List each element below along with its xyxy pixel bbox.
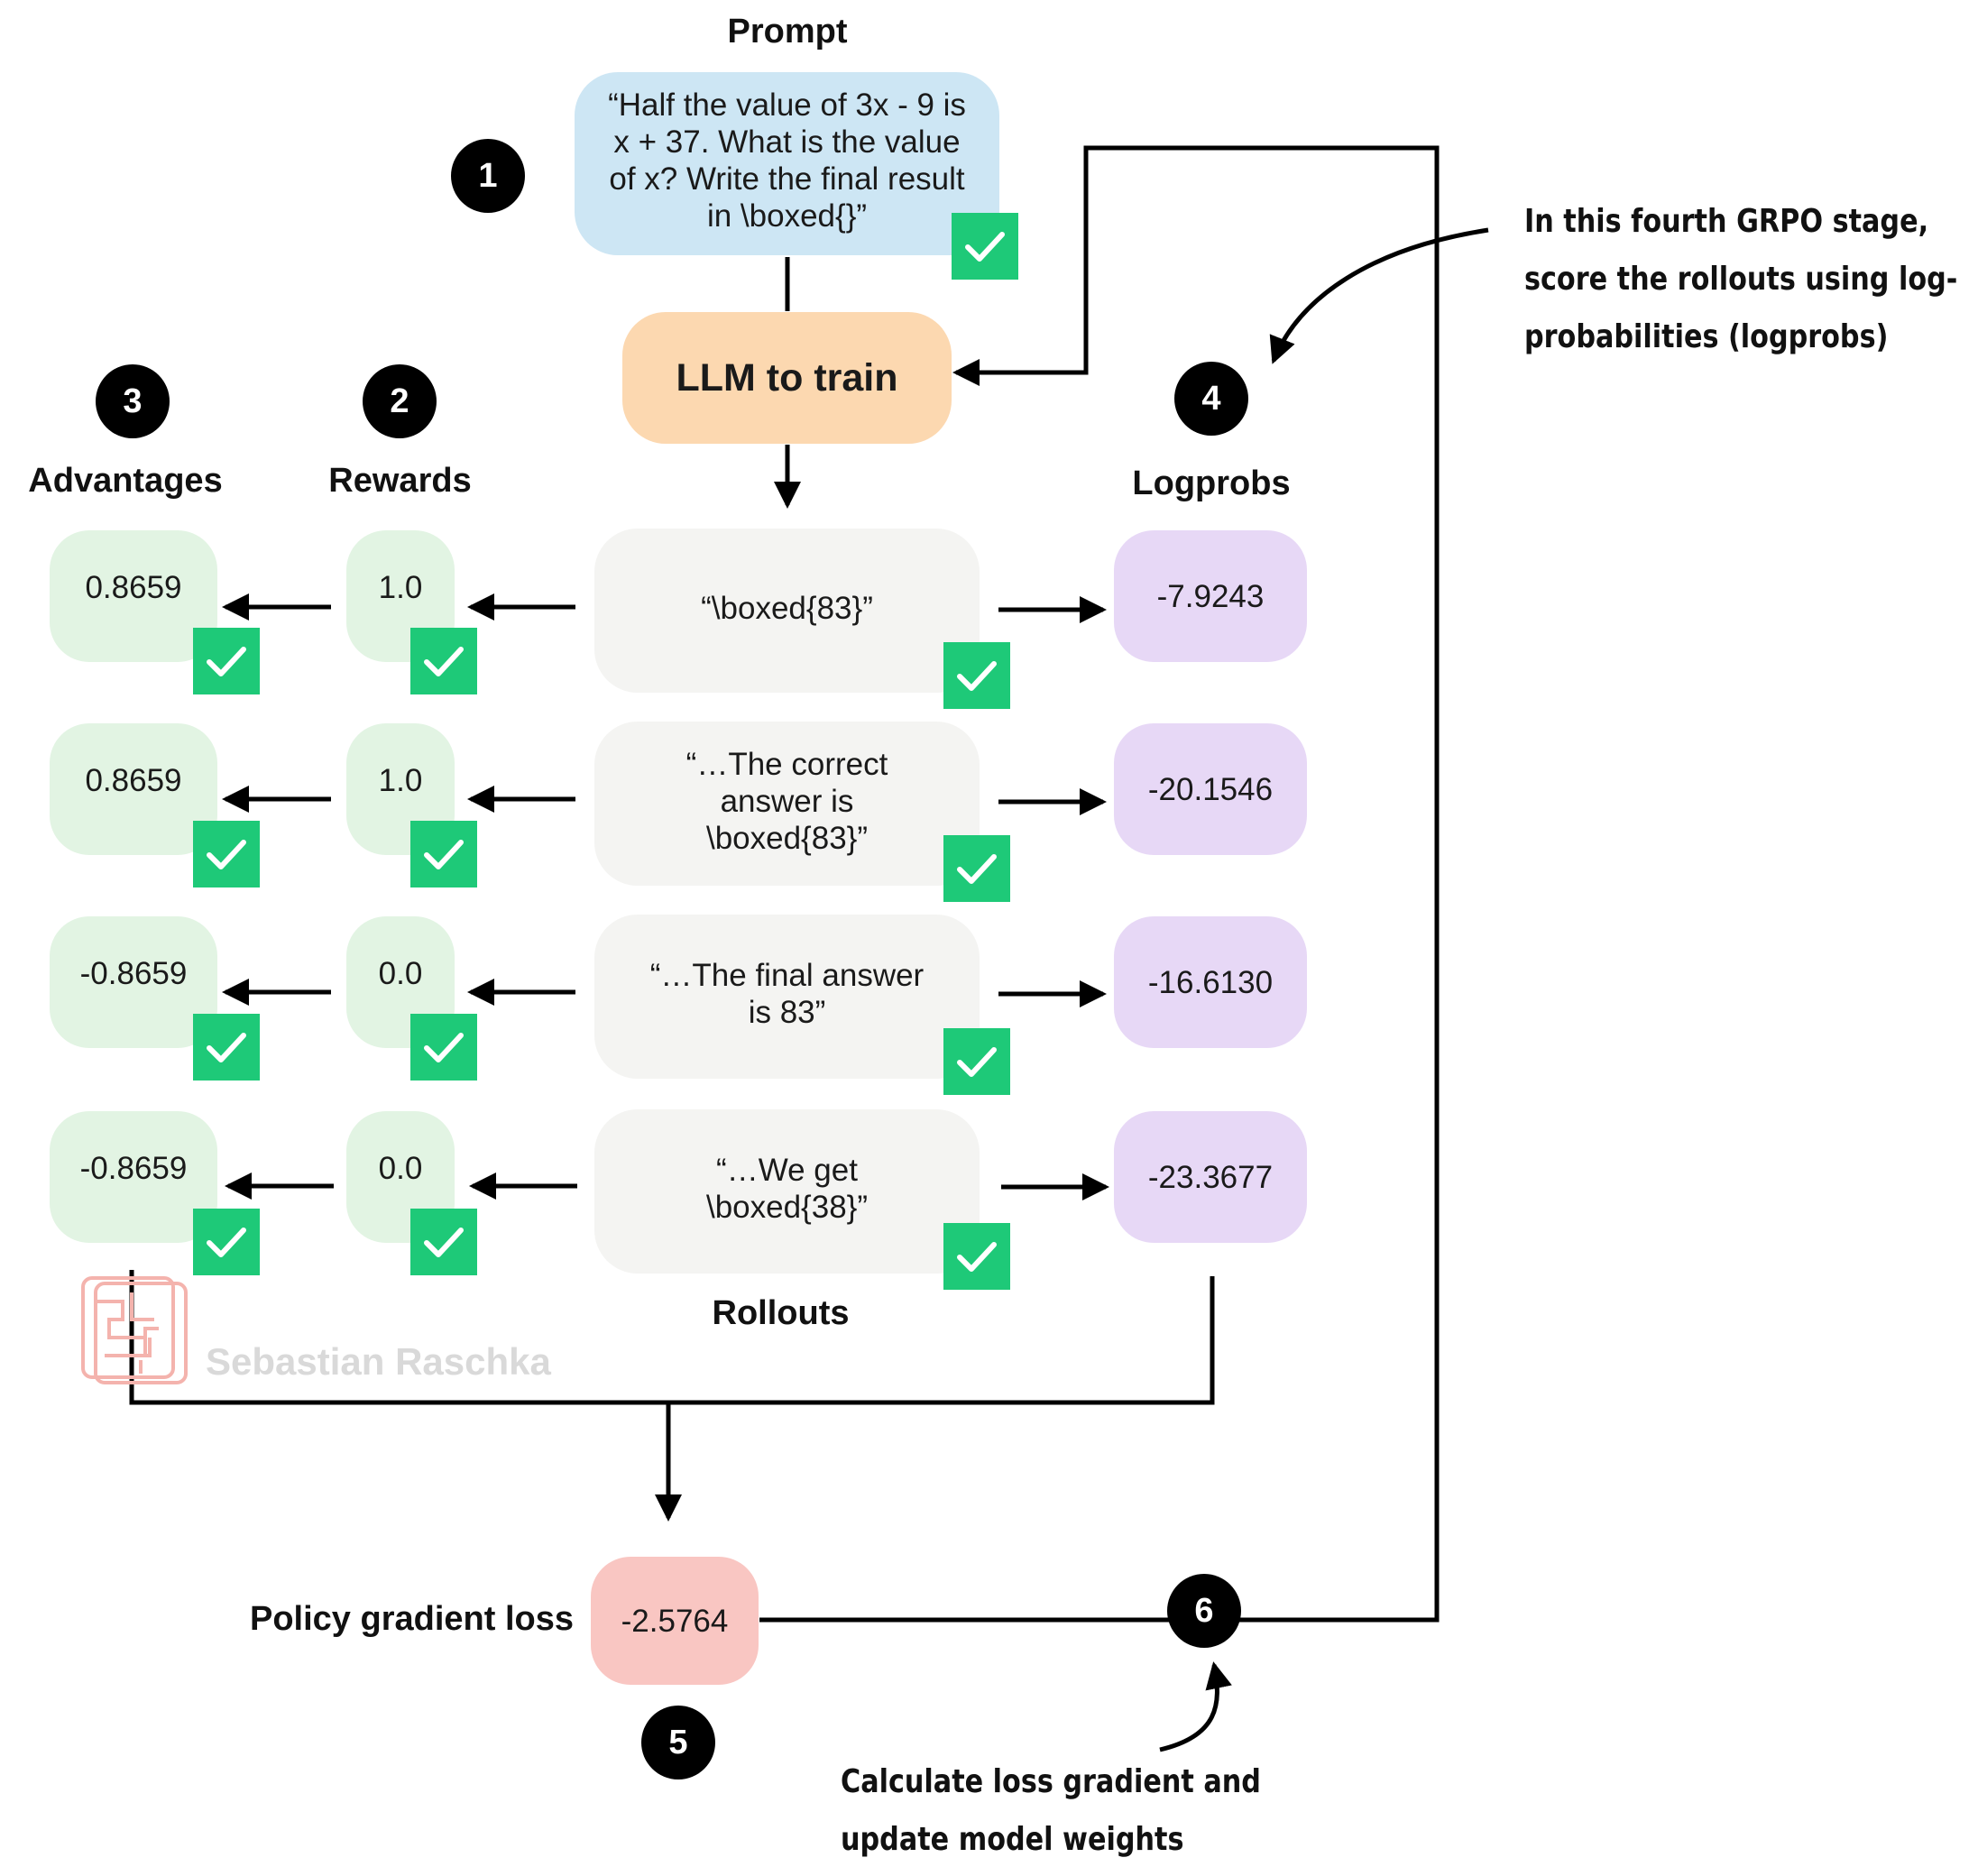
row2-logprob-box: -20.1546	[1114, 723, 1307, 855]
advantages-header: Advantages	[28, 462, 223, 500]
row1-reward-value: 1.0	[378, 569, 423, 605]
row3-reward-checkmark-icon	[410, 1014, 477, 1081]
row1-rollout-box: “\boxed{83}”	[594, 529, 980, 693]
stage4-annotation-line-1: In this fourth GRPO stage,	[1524, 203, 1929, 240]
rewards-header: Rewards	[328, 462, 472, 500]
row1-reward-checkmark-icon	[410, 628, 477, 694]
row2-rollout-checkmark-icon	[943, 835, 1010, 902]
seal-logo-icon	[81, 1276, 188, 1384]
row3-advantage-checkmark-icon	[193, 1014, 260, 1081]
row3-logprob-value: -16.6130	[1147, 964, 1274, 1000]
llm-label: LLM to train	[676, 355, 898, 400]
step-3-badge: 3	[96, 364, 170, 438]
row1-rollout-value: “\boxed{83}”	[701, 590, 873, 626]
prompt-text: “Half the value of 3x - 9 is x + 37. Wha…	[608, 87, 966, 234]
watermark-text: Sebastian Raschka	[206, 1340, 551, 1383]
llm-box: LLM to train	[622, 312, 952, 444]
row1-logprob-box: -7.9243	[1114, 530, 1307, 662]
update-annotation-line-2: update model weights	[841, 1821, 1184, 1858]
update-annotation-arrow	[1159, 1661, 1232, 1752]
row1-advantage-value: 0.8659	[85, 569, 182, 605]
row1-advantage-checkmark-icon	[193, 628, 260, 694]
row4-reward-checkmark-icon	[410, 1209, 477, 1275]
row1-logprob-value: -7.9243	[1156, 578, 1265, 614]
row2-advantage-checkmark-icon	[193, 821, 260, 887]
update-feedback-line	[952, 145, 1440, 1623]
row3-logprob-box: -16.6130	[1114, 916, 1307, 1048]
row4-logprob-box: -23.3677	[1114, 1111, 1307, 1243]
row2-advantage-box: 0.8659	[50, 723, 217, 855]
row4-advantage-checkmark-icon	[193, 1209, 260, 1275]
stage4-annotation-line-2: score the rollouts using log-	[1524, 261, 1958, 298]
row4-rollout-value: “…We get \boxed{38}”	[705, 1153, 869, 1225]
row4-advantage-box: -0.8659	[50, 1111, 217, 1243]
row4-logprob-value: -23.3677	[1147, 1159, 1274, 1195]
policy-gradient-loss-label: Policy gradient loss	[250, 1600, 574, 1638]
row4-advantage-value: -0.8659	[79, 1150, 188, 1186]
row3-rollout-box: “…The final answer is 83”	[594, 915, 980, 1079]
loss-box: -2.5764	[591, 1557, 759, 1685]
stage4-annotation-arrow	[1269, 227, 1489, 364]
row1-rollout-checkmark-icon	[943, 642, 1010, 709]
prompt-box: “Half the value of 3x - 9 is x + 37. Wha…	[575, 72, 999, 255]
rollouts-header: Rollouts	[712, 1294, 850, 1332]
stage4-annotation: In this fourth GRPO stage, score the rol…	[1524, 193, 1957, 366]
step-4-badge: 4	[1174, 362, 1248, 436]
row1-advantage-box: 0.8659	[50, 530, 217, 662]
step-2-badge: 2	[363, 364, 437, 438]
step-6-badge: 6	[1167, 1574, 1241, 1648]
update-annotation-line-1: Calculate loss gradient and	[841, 1763, 1261, 1800]
row3-rollout-value: “…The final answer is 83”	[649, 958, 925, 1030]
loss-value: -2.5764	[621, 1603, 729, 1639]
logprobs-header: Logprobs	[1132, 464, 1291, 502]
row2-reward-value: 1.0	[378, 762, 423, 798]
stage4-annotation-line-3: probabilities (logprobs)	[1524, 318, 1889, 355]
step-5-badge: 5	[641, 1706, 715, 1779]
row2-reward-checkmark-icon	[410, 821, 477, 887]
prompt-header: Prompt	[727, 13, 848, 51]
row3-reward-value: 0.0	[378, 955, 423, 991]
row3-rollout-checkmark-icon	[943, 1028, 1010, 1095]
row2-logprob-value: -20.1546	[1147, 771, 1274, 807]
row4-rollout-checkmark-icon	[943, 1223, 1010, 1290]
row3-advantage-value: -0.8659	[79, 955, 188, 991]
row4-rollout-box: “…We get \boxed{38}”	[594, 1109, 980, 1274]
prompt-checkmark-icon	[952, 213, 1018, 280]
row2-rollout-box: “…The correct answer is \boxed{83}”	[594, 722, 980, 886]
row3-advantage-box: -0.8659	[50, 916, 217, 1048]
update-annotation: Calculate loss gradient and update model…	[841, 1753, 1261, 1869]
step-1-badge: 1	[451, 139, 525, 213]
row4-reward-value: 0.0	[378, 1150, 423, 1186]
row2-advantage-value: 0.8659	[85, 762, 182, 798]
row2-rollout-value: “…The correct answer is \boxed{83}”	[685, 746, 888, 856]
